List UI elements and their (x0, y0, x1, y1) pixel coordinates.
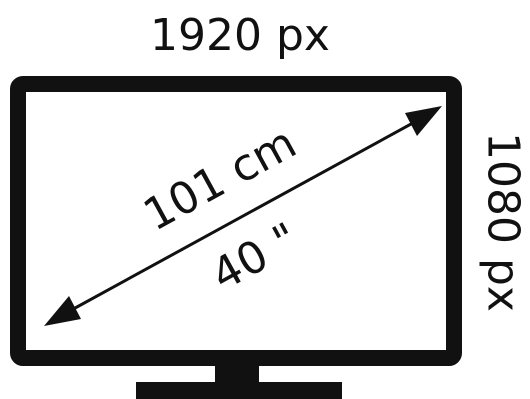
monitor-base (136, 382, 342, 399)
monitor-neck (215, 362, 259, 384)
diagonal-inch-label: 40 " (203, 213, 307, 301)
double-headed-arrow-icon (44, 106, 442, 326)
arrowhead-bottom-left (44, 296, 81, 326)
width-label: 1920 px (150, 10, 330, 61)
diagonal-line (65, 116, 423, 315)
monitor-bezel (10, 76, 462, 366)
height-label: 1080 px (478, 132, 529, 312)
arrowhead-top-right (405, 106, 442, 136)
monitor-outline-icon (10, 76, 462, 399)
